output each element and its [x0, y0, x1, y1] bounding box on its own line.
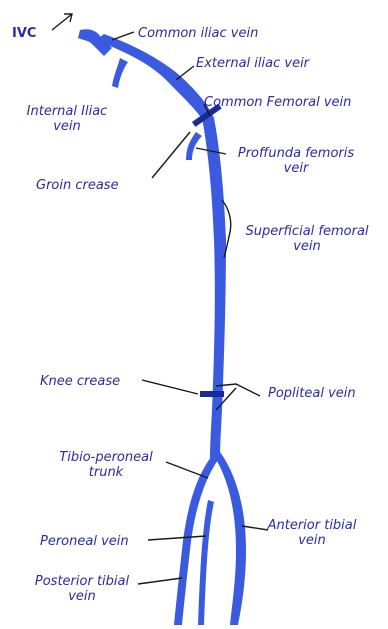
profunda-femoris-vein — [186, 132, 202, 160]
common-iliac-pointer — [112, 32, 134, 40]
common-femoral-label: Common Femoral vein — [204, 95, 351, 110]
groin-crease-pointer — [152, 132, 190, 178]
posterior-tibial-pointer — [138, 578, 182, 584]
superficial-femoral-line1: Superficial femoral — [232, 224, 382, 239]
knee-crease-label: Knee crease — [40, 374, 120, 389]
external-iliac-label: External iliac veir — [196, 56, 309, 71]
internal-iliac-line2: vein — [16, 119, 118, 134]
femoral-vein — [202, 118, 226, 458]
anterior-tibial-line1: Anterior tibial — [252, 518, 372, 533]
posterior-tibial-line2: vein — [22, 589, 142, 604]
anterior-tibial-vein — [214, 452, 246, 625]
ivc-pointer — [52, 14, 72, 30]
anterior-tibial-line2: vein — [252, 533, 372, 548]
internal-iliac-line1: Internal Iliac — [16, 104, 118, 119]
internal-iliac-label: Internal Iliac vein — [16, 104, 118, 134]
peroneal-pointer — [148, 536, 206, 540]
tibio-peroneal-pointer — [166, 462, 208, 478]
superficial-femoral-label: Superficial femoral vein — [232, 224, 382, 254]
posterior-tibial-label: Posterior tibial vein — [22, 574, 142, 604]
tibio-peroneal-line1: Tibio-peroneal — [46, 450, 166, 465]
external-iliac-pointer — [176, 66, 194, 80]
anterior-tibial-label: Anterior tibial vein — [252, 518, 372, 548]
peroneal-vein — [198, 500, 214, 625]
peroneal-label: Peroneal vein — [40, 534, 129, 549]
internal-iliac-vein — [112, 58, 128, 88]
tibio-peroneal-label: Tibio-peroneal trunk — [46, 450, 166, 480]
posterior-tibial-line1: Posterior tibial — [22, 574, 142, 589]
profunda-femoris-label: Proffunda femoris veir — [226, 146, 366, 176]
groin-crease-label: Groin crease — [36, 178, 119, 193]
common-iliac-label: Common iliac vein — [138, 26, 258, 41]
knee-crease-pointer — [142, 380, 198, 394]
profunda-line2: veir — [226, 161, 366, 176]
superficial-femoral-line2: vein — [232, 239, 382, 254]
popliteal-label: Popliteal vein — [268, 386, 356, 401]
posterior-tibial-vein — [174, 456, 218, 625]
ivc-label: IVC — [12, 26, 36, 41]
profunda-line1: Proffunda femoris — [226, 146, 366, 161]
knee-crease-marker — [200, 391, 224, 397]
tibio-peroneal-line2: trunk — [46, 465, 166, 480]
